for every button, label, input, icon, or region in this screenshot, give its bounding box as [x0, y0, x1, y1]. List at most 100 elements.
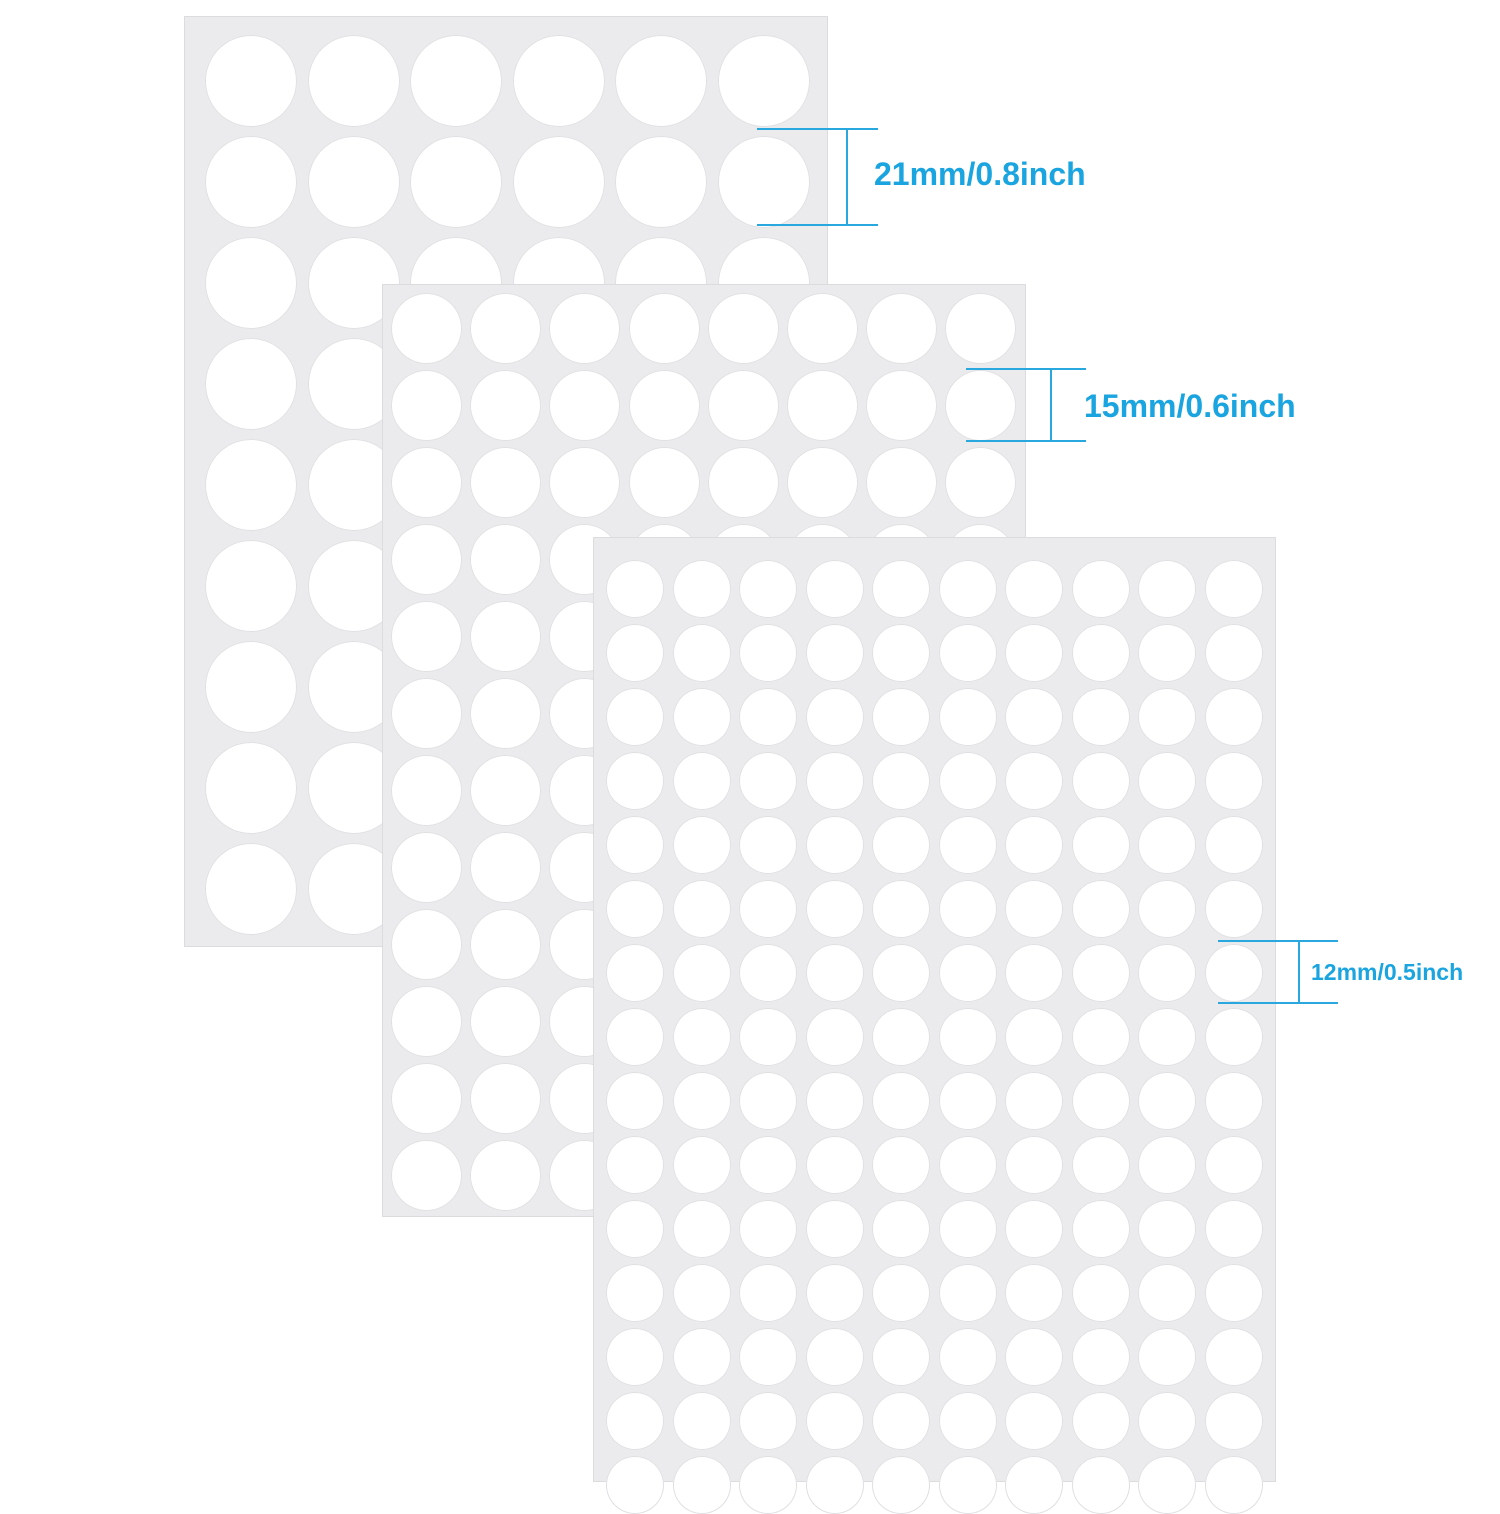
round-sticker [672, 944, 731, 1002]
round-sticker [1005, 1328, 1063, 1386]
round-sticker [1204, 1264, 1263, 1322]
round-sticker [1138, 944, 1196, 1002]
round-sticker [470, 1140, 542, 1211]
round-sticker [1071, 752, 1130, 810]
round-sticker [606, 1264, 664, 1322]
round-sticker [205, 742, 297, 834]
round-sticker [205, 338, 297, 430]
round-sticker [1005, 560, 1063, 618]
round-sticker [606, 1456, 664, 1514]
round-sticker [1071, 816, 1130, 874]
round-sticker [606, 1328, 664, 1386]
round-sticker [1005, 816, 1063, 874]
round-sticker [1071, 1392, 1130, 1450]
round-sticker [866, 370, 938, 441]
round-sticker [739, 752, 797, 810]
round-sticker [739, 1264, 797, 1322]
round-sticker [872, 1456, 930, 1514]
round-sticker [1204, 1328, 1263, 1386]
round-sticker [1005, 688, 1063, 746]
round-sticker [1204, 1392, 1263, 1450]
round-sticker [739, 1200, 797, 1258]
round-sticker [1204, 1456, 1263, 1514]
round-sticker [391, 370, 462, 441]
round-sticker [1204, 560, 1263, 618]
round-sticker [872, 1072, 930, 1130]
round-sticker [391, 832, 462, 903]
round-sticker [872, 816, 930, 874]
round-sticker [1204, 1136, 1263, 1194]
round-sticker [1138, 880, 1196, 938]
round-sticker [872, 624, 930, 682]
round-sticker [739, 944, 797, 1002]
round-sticker [606, 944, 664, 1002]
round-sticker [1071, 1008, 1130, 1066]
round-sticker [805, 1200, 864, 1258]
round-sticker [945, 370, 1017, 441]
round-sticker [470, 524, 542, 595]
round-sticker [805, 944, 864, 1002]
round-sticker [1204, 816, 1263, 874]
round-sticker [391, 293, 462, 364]
size-label-large: 21mm/0.8inch [874, 156, 1086, 192]
round-sticker [307, 35, 400, 127]
round-sticker [470, 1063, 542, 1134]
round-sticker [872, 1008, 930, 1066]
round-sticker [805, 688, 864, 746]
round-sticker [470, 447, 542, 518]
round-sticker [391, 755, 462, 826]
round-sticker [470, 370, 542, 441]
round-sticker [1138, 624, 1196, 682]
round-sticker [1138, 1328, 1196, 1386]
round-sticker [205, 237, 297, 329]
round-sticker [945, 293, 1017, 364]
round-sticker [1204, 624, 1263, 682]
round-sticker [470, 755, 542, 826]
round-sticker [739, 1008, 797, 1066]
round-sticker [615, 35, 707, 127]
round-sticker [672, 560, 731, 618]
round-sticker [470, 678, 542, 749]
round-sticker [205, 540, 297, 632]
round-sticker [606, 1008, 664, 1066]
round-sticker [1138, 752, 1196, 810]
round-sticker [549, 447, 621, 518]
round-sticker [391, 1140, 462, 1211]
round-sticker [549, 293, 621, 364]
round-sticker [717, 136, 810, 228]
round-sticker [606, 560, 664, 618]
round-sticker [1204, 880, 1263, 938]
round-sticker [739, 1072, 797, 1130]
round-sticker [470, 986, 542, 1057]
round-sticker [606, 816, 664, 874]
round-sticker [872, 1136, 930, 1194]
round-sticker [1005, 624, 1063, 682]
round-sticker [707, 447, 779, 518]
round-sticker [1204, 688, 1263, 746]
round-sticker [1071, 1456, 1130, 1514]
round-sticker [938, 688, 997, 746]
round-sticker [470, 601, 542, 672]
round-sticker [205, 641, 297, 733]
round-sticker [938, 1328, 997, 1386]
round-sticker [1138, 688, 1196, 746]
round-sticker [1138, 1456, 1196, 1514]
round-sticker [739, 688, 797, 746]
round-sticker [938, 1264, 997, 1322]
round-sticker [872, 1264, 930, 1322]
round-sticker [938, 1456, 997, 1514]
round-sticker [938, 816, 997, 874]
round-sticker [606, 624, 664, 682]
round-sticker [672, 880, 731, 938]
round-sticker [205, 843, 297, 935]
round-sticker [739, 1392, 797, 1450]
round-sticker [805, 752, 864, 810]
round-sticker [1071, 624, 1130, 682]
round-sticker [470, 832, 542, 903]
round-sticker [739, 624, 797, 682]
round-sticker [1138, 560, 1196, 618]
round-sticker [872, 1328, 930, 1386]
round-sticker [672, 1200, 731, 1258]
round-sticker [391, 601, 462, 672]
round-sticker [1138, 1136, 1196, 1194]
